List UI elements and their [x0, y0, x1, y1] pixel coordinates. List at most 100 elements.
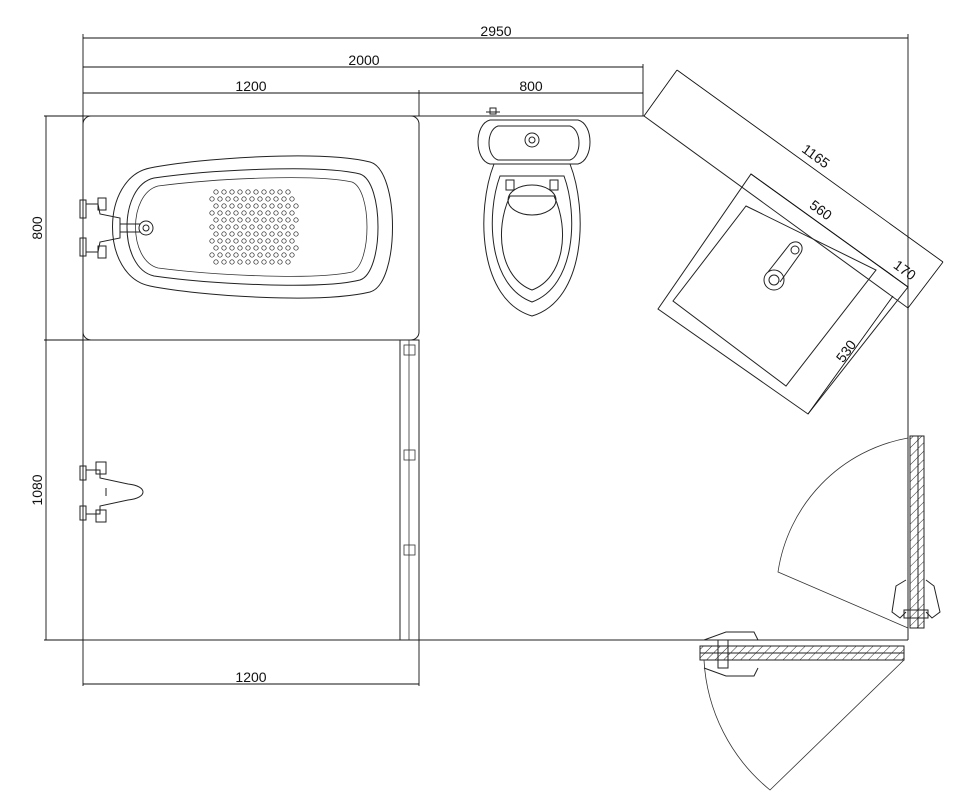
mat-dot: [253, 231, 259, 237]
mat-dot: [273, 196, 279, 202]
dim-bath-toilet-width: 2000: [348, 52, 379, 68]
mat-dot: [245, 217, 251, 223]
mat-dot: [221, 231, 227, 237]
entrance-door-right: [777, 435, 941, 629]
dim-toilet-width: 800: [519, 78, 543, 94]
mat-dot: [209, 224, 215, 230]
mat-dot: [241, 224, 247, 230]
mat-dot: [241, 238, 247, 244]
mat-dot: [281, 238, 287, 244]
mat-dot: [237, 203, 243, 209]
mat-dot: [289, 210, 295, 216]
dimension-lines: [44, 34, 944, 686]
bath-mixer-icon: [79, 197, 140, 259]
mat-dot: [265, 224, 271, 230]
mat-dot: [269, 231, 275, 237]
bath-antislip-mat: [209, 189, 299, 265]
mat-dot: [213, 203, 219, 209]
mat-dot: [293, 245, 299, 251]
mat-dot: [277, 217, 283, 223]
entrance-door-bottom: [699, 631, 905, 791]
bathtub: [79, 115, 420, 341]
dim-bath-depth: 800: [29, 216, 45, 240]
mat-dot: [253, 245, 259, 251]
mat-dot: [269, 189, 275, 195]
mat-dot: [221, 217, 227, 223]
mat-dot: [229, 245, 235, 251]
mat-dot: [281, 224, 287, 230]
mat-dot: [289, 238, 295, 244]
mat-dot: [249, 252, 255, 258]
mat-dot: [221, 245, 227, 251]
mat-dot: [269, 217, 275, 223]
mat-dot: [265, 196, 271, 202]
mat-dot: [229, 259, 235, 265]
mat-dot: [213, 245, 219, 251]
mat-dot: [277, 245, 283, 251]
mat-dot: [217, 196, 223, 202]
mat-dot: [257, 252, 263, 258]
mat-dot: [221, 189, 227, 195]
mat-dot: [289, 224, 295, 230]
mat-dot: [269, 245, 275, 251]
mat-dot: [261, 231, 267, 237]
mat-dot: [233, 196, 239, 202]
mat-dot: [221, 203, 227, 209]
mat-dot: [217, 238, 223, 244]
dim-shower-width: 1200: [235, 669, 266, 685]
mat-dot: [277, 189, 283, 195]
mat-dot: [261, 259, 267, 265]
mat-dot: [285, 259, 291, 265]
mat-dot: [245, 203, 251, 209]
shower-mixer-icon: [79, 461, 144, 523]
mat-dot: [249, 224, 255, 230]
mat-dot: [273, 210, 279, 216]
mat-dot: [257, 224, 263, 230]
mat-dot: [285, 245, 291, 251]
mat-dot: [213, 189, 219, 195]
mat-dot: [293, 217, 299, 223]
mat-dot: [221, 259, 227, 265]
mat-dot: [277, 203, 283, 209]
mat-dot: [273, 238, 279, 244]
mat-dot: [209, 238, 215, 244]
mat-dot: [285, 231, 291, 237]
mat-dot: [257, 210, 263, 216]
mat-dot: [245, 245, 251, 251]
bath-drain-icon: [138, 220, 154, 236]
mat-dot: [237, 231, 243, 237]
room-walls: [82, 115, 909, 641]
door-handle-icon: [891, 579, 941, 619]
mat-dot: [229, 231, 235, 237]
mat-dot: [253, 203, 259, 209]
shower-area: [79, 339, 420, 641]
dim-basin-diagonal: 1165: [799, 141, 833, 172]
mat-dot: [209, 196, 215, 202]
mat-dot: [281, 252, 287, 258]
mat-dot: [281, 196, 287, 202]
mat-dot: [245, 259, 251, 265]
mat-dot: [253, 217, 259, 223]
mat-dot: [217, 224, 223, 230]
mat-dot: [285, 217, 291, 223]
mat-dot: [261, 203, 267, 209]
mat-dot: [281, 210, 287, 216]
mat-dot: [237, 217, 243, 223]
mat-dot: [233, 224, 239, 230]
mat-dot: [233, 252, 239, 258]
mat-dot: [277, 231, 283, 237]
mat-dot: [241, 196, 247, 202]
mat-dot: [273, 224, 279, 230]
dim-total-width: 2950: [480, 23, 511, 39]
mat-dot: [249, 238, 255, 244]
mat-dot: [273, 252, 279, 258]
mat-dot: [229, 217, 235, 223]
mat-dot: [261, 217, 267, 223]
mat-dot: [277, 259, 283, 265]
basin-tap-icon: [763, 241, 803, 291]
mat-dot: [237, 189, 243, 195]
mat-dot: [269, 259, 275, 265]
dim-basin-width: 560: [807, 197, 835, 224]
mat-dot: [269, 203, 275, 209]
